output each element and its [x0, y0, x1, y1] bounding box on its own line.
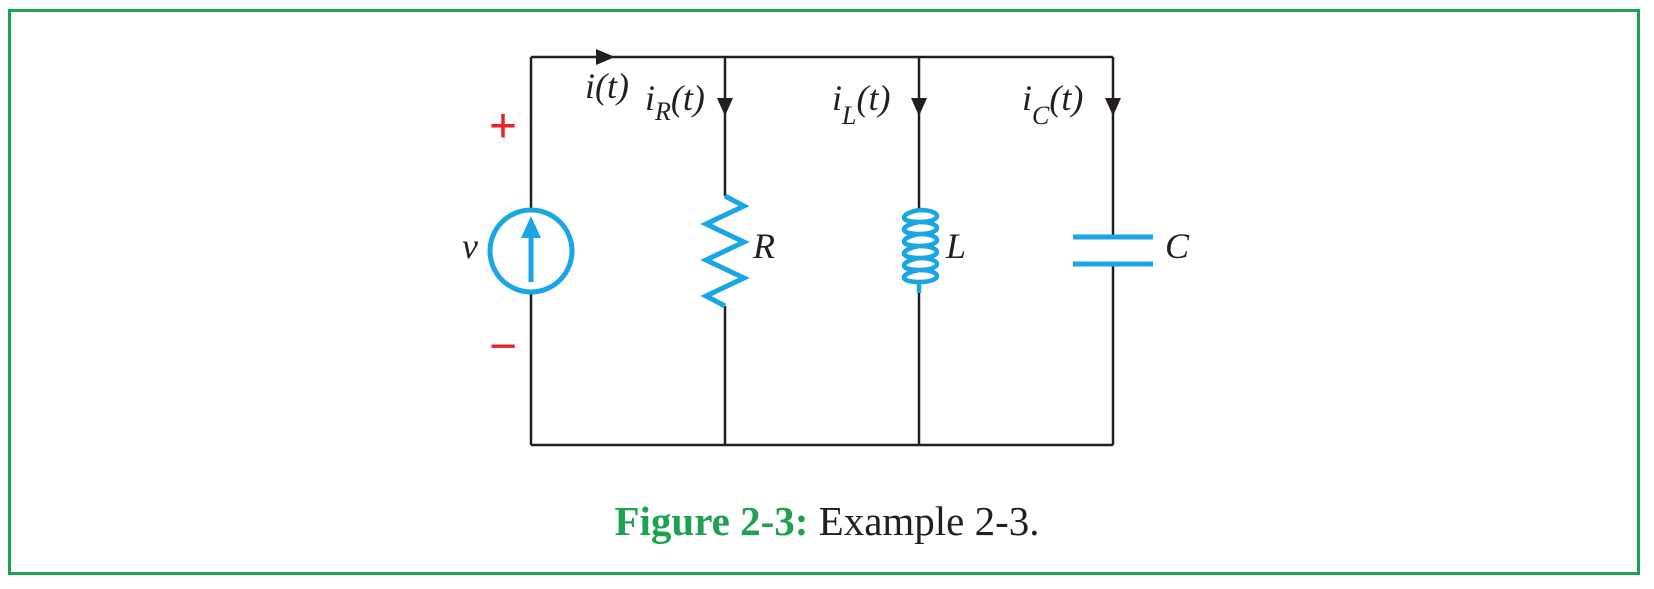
inductor-label: L [945, 226, 966, 266]
figure-caption: Figure 2-3: Example 2-3. [0, 497, 1654, 545]
inductor-current-arrow-icon [911, 98, 927, 116]
current-source [487, 207, 575, 295]
wires [529, 55, 1115, 447]
capacitor-plates [1073, 234, 1153, 267]
inductor-coil [901, 207, 940, 293]
figure-label: Figure 2-3: [614, 498, 809, 544]
capacitor-current-arrow-icon [1105, 98, 1121, 116]
inductor-current-label: iL(t) [832, 78, 890, 130]
resistor-current-arrow-icon [717, 98, 733, 116]
capacitor-label: C [1165, 226, 1190, 266]
current-source-circle [487, 207, 575, 295]
capacitor-current-label: iC(t) [1022, 78, 1083, 130]
resistor-label: R [752, 226, 775, 266]
source-minus-sign: − [489, 320, 517, 373]
figure-frame [8, 9, 1640, 575]
source-label: v [462, 226, 478, 266]
total-current-arrow-icon [596, 49, 615, 65]
total-current-label: i(t) [585, 66, 629, 106]
source-plus-sign: + [489, 100, 517, 153]
resistor-zigzag [700, 193, 750, 309]
resistor-current-label: iR(t) [645, 78, 705, 126]
current-arrows [596, 49, 1121, 116]
figure-caption-text: Example 2-3. [818, 498, 1040, 544]
current-source-arrow-icon [521, 216, 541, 238]
